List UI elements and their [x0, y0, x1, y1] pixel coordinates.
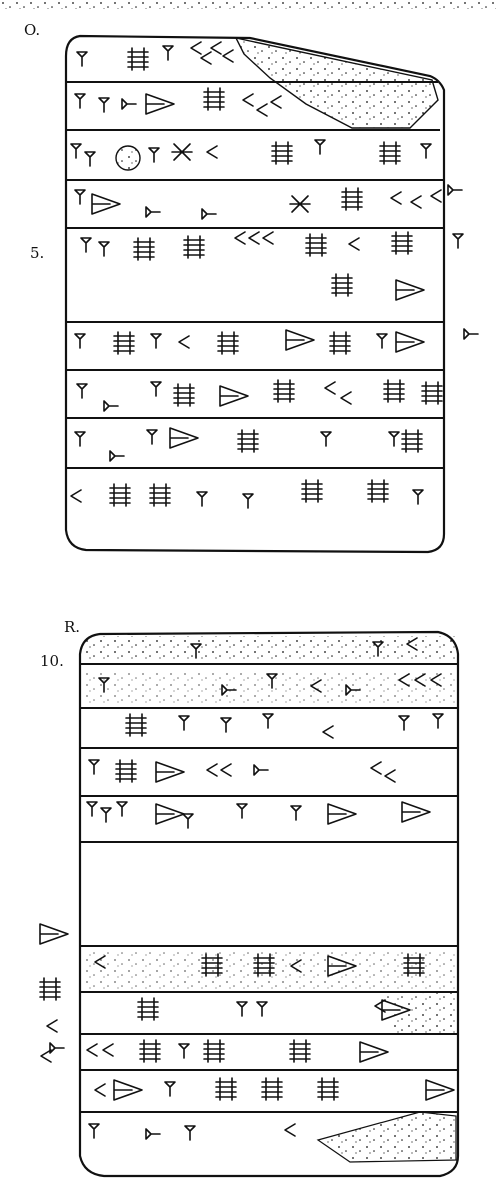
reverse-label: R. [64, 618, 80, 636]
line-5-label: 5. [30, 244, 44, 262]
obverse-line-rules [66, 81, 444, 469]
reverse-line-rules [80, 663, 458, 1113]
margin-signs [39, 923, 69, 1063]
obverse-label: O. [24, 21, 40, 39]
broken-area-rev-second [82, 670, 456, 706]
broken-area-rev-bottom [316, 1111, 457, 1163]
broken-area-rev-top [82, 636, 456, 660]
scan-edge [0, 0, 496, 9]
obverse-tablet [64, 34, 446, 554]
broken-area-rev-right [386, 992, 456, 1036]
line-10-label: 10. [40, 652, 64, 670]
broken-area-rev-lower [82, 950, 456, 990]
broken-area-small [115, 145, 141, 171]
